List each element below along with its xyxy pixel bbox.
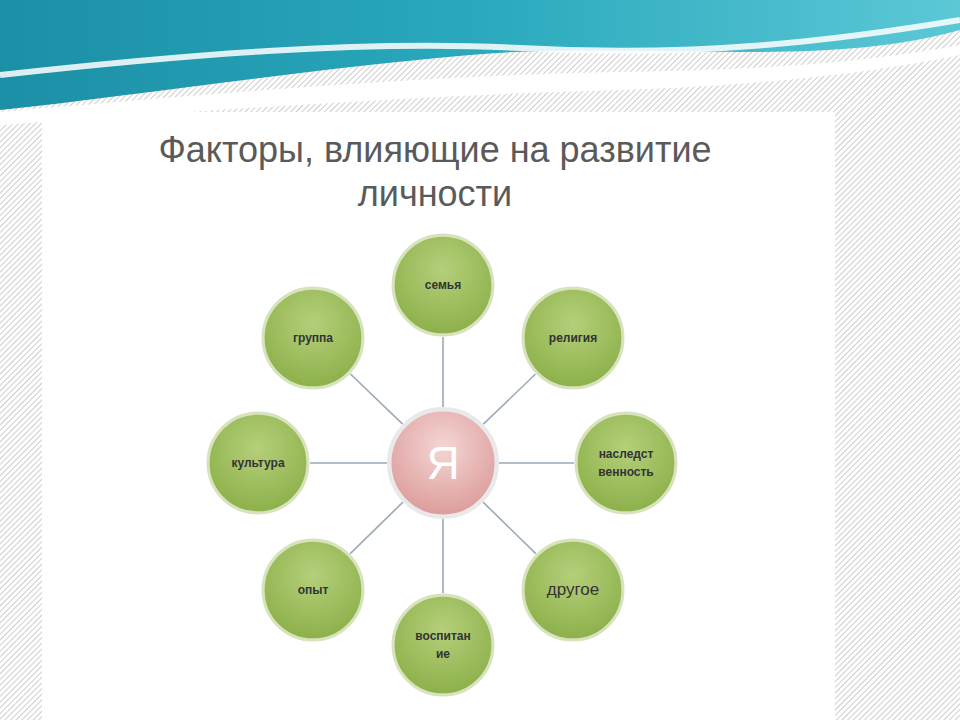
circle-shape bbox=[523, 288, 623, 388]
circle-shape bbox=[576, 413, 676, 513]
factor-label: семья bbox=[425, 276, 461, 294]
node-texts: наследст венность bbox=[596, 445, 656, 481]
circle-shape bbox=[263, 288, 363, 388]
factor-circle: опыт bbox=[261, 538, 365, 642]
connector-line bbox=[483, 502, 536, 554]
circle-shape bbox=[263, 540, 363, 640]
circle-outline bbox=[391, 593, 495, 697]
factor-circle: культура bbox=[206, 411, 310, 515]
connector-line bbox=[483, 374, 535, 424]
circle-shape bbox=[389, 409, 497, 517]
node-texts: опыт bbox=[298, 581, 329, 599]
node-texts: культура bbox=[231, 454, 284, 472]
factor-label: религия bbox=[549, 329, 597, 347]
connector-line bbox=[310, 462, 387, 464]
node-texts: Я bbox=[426, 440, 459, 486]
center-circle: Я bbox=[387, 407, 499, 519]
connector-line bbox=[442, 337, 444, 407]
circle-shape bbox=[393, 235, 493, 335]
factor-label: опыт bbox=[298, 581, 329, 599]
connector-line bbox=[442, 519, 444, 593]
diagram-title: Факторы, влияющие на развитие личности bbox=[135, 128, 735, 216]
factor-circle: другое bbox=[521, 538, 625, 642]
factor-circle: семья bbox=[391, 233, 495, 337]
factor-label: наследст венность bbox=[596, 445, 656, 481]
circle-shape bbox=[523, 540, 623, 640]
content-panel bbox=[42, 112, 835, 720]
circle-shape bbox=[208, 413, 308, 513]
factor-circle: наследст венность bbox=[574, 411, 678, 515]
factor-label: группа bbox=[293, 329, 333, 347]
node-texts: религия bbox=[549, 329, 597, 347]
factor-circle: воспитан ие bbox=[391, 593, 495, 697]
connector-line bbox=[499, 462, 574, 464]
node-texts: другое bbox=[547, 579, 599, 601]
node-texts: семья bbox=[425, 276, 461, 294]
circle-shape bbox=[393, 595, 493, 695]
factor-label: культура bbox=[231, 454, 284, 472]
node-texts: группа bbox=[293, 329, 333, 347]
factor-circle: группа bbox=[261, 286, 365, 390]
connector-line bbox=[350, 374, 402, 424]
circle-outline bbox=[574, 411, 678, 515]
factor-circle: религия bbox=[521, 286, 625, 390]
factor-label: другое bbox=[547, 579, 599, 601]
factor-label: воспитан ие bbox=[413, 627, 473, 663]
connector-line bbox=[350, 502, 403, 554]
node-texts: воспитан ие bbox=[413, 627, 473, 663]
center-label: Я bbox=[426, 440, 459, 486]
